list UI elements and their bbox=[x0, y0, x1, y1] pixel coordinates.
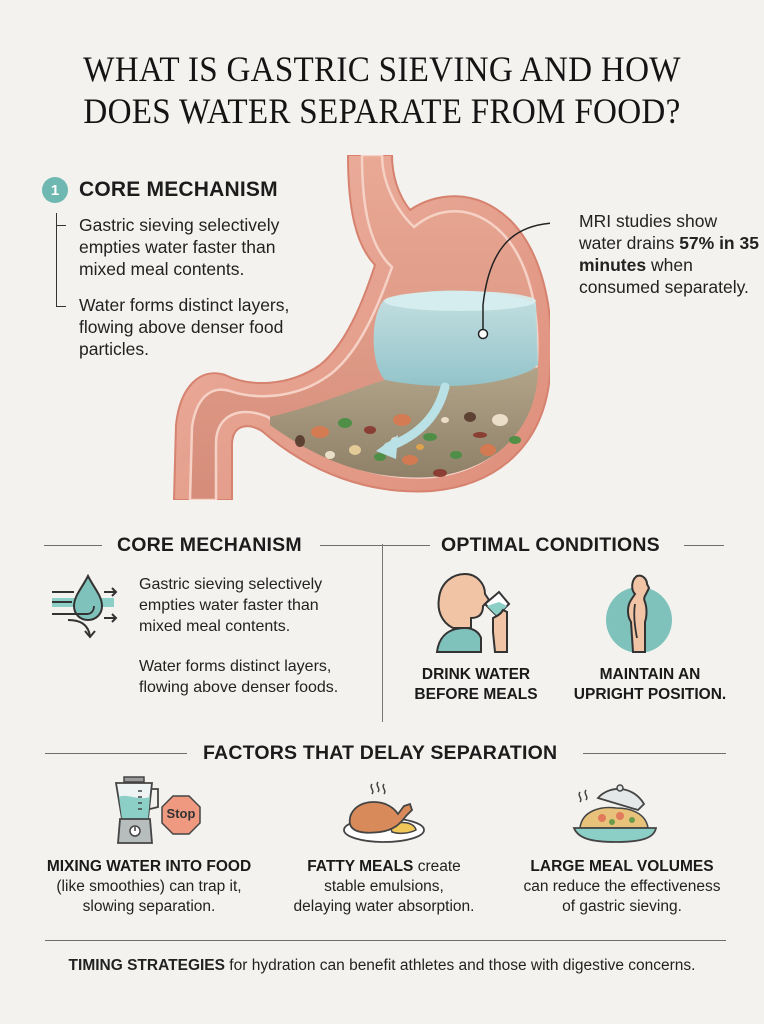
factors-heading: FACTORS THAT DELAY SEPARATION bbox=[203, 742, 558, 764]
factor-mixing: MIXING WATER INTO FOOD (like smoothies) … bbox=[46, 858, 252, 915]
bracket-tick bbox=[56, 306, 66, 307]
large-meal-icon bbox=[572, 784, 658, 843]
stop-sign-icon: Stop bbox=[161, 795, 201, 835]
core-mechanism-heading: CORE MECHANISM bbox=[117, 534, 302, 556]
divider-line bbox=[45, 753, 187, 754]
blender-icon bbox=[114, 776, 159, 844]
divider-line bbox=[684, 545, 724, 546]
footer-note: TIMING STRATEGIES for hydration can bene… bbox=[68, 957, 696, 974]
factor-fatty-meals: FATTY MEALS create stable emulsions, del… bbox=[293, 858, 475, 915]
page-title: WHAT IS GASTRIC SIEVING AND HOW DOES WAT… bbox=[31, 48, 734, 132]
bracket-tick bbox=[56, 225, 66, 226]
hero-heading: CORE MECHANISM bbox=[79, 178, 278, 201]
hero-point-2: Water forms distinct layers, flowing abo… bbox=[79, 295, 290, 359]
step-badge: 1 bbox=[42, 177, 68, 203]
upright-position-label: MAINTAIN AN UPRIGHT POSITION. bbox=[573, 666, 727, 703]
fatty-meal-icon bbox=[343, 781, 425, 843]
divider-line bbox=[320, 545, 430, 546]
divider-line bbox=[44, 545, 102, 546]
stomach-cross-section-icon bbox=[172, 155, 550, 500]
optimal-conditions-heading: OPTIMAL CONDITIONS bbox=[441, 534, 660, 556]
footer-divider bbox=[45, 940, 726, 941]
person-drinking-icon bbox=[435, 572, 511, 653]
mri-stat: 57% in 35 minutes bbox=[579, 233, 759, 275]
mri-callout: MRI studies show water drains 57% in 35 … bbox=[579, 211, 759, 297]
title-line-1: WHAT IS GASTRIC SIEVING AND HOW bbox=[83, 49, 681, 89]
upright-posture-icon bbox=[606, 574, 672, 653]
title-line-2: DOES WATER SEPARATE FROM FOOD? bbox=[83, 91, 681, 131]
drink-water-label: DRINK WATER BEFORE MEALS bbox=[414, 666, 538, 703]
core-mechanism-text-2: Water forms distinct layers, flowing abo… bbox=[139, 658, 339, 696]
water-drop-flow-icon bbox=[52, 574, 118, 639]
core-mechanism-text-1: Gastric sieving selectively empties wate… bbox=[139, 576, 323, 635]
factor-large-volumes: LARGE MEAL VOLUMES can reduce the effect… bbox=[523, 858, 721, 915]
bracket-line bbox=[56, 213, 66, 307]
hero-point-1: Gastric sieving selectively empties wate… bbox=[79, 215, 280, 279]
vertical-divider bbox=[382, 544, 383, 722]
food-particles bbox=[295, 412, 521, 477]
divider-line bbox=[583, 753, 726, 754]
